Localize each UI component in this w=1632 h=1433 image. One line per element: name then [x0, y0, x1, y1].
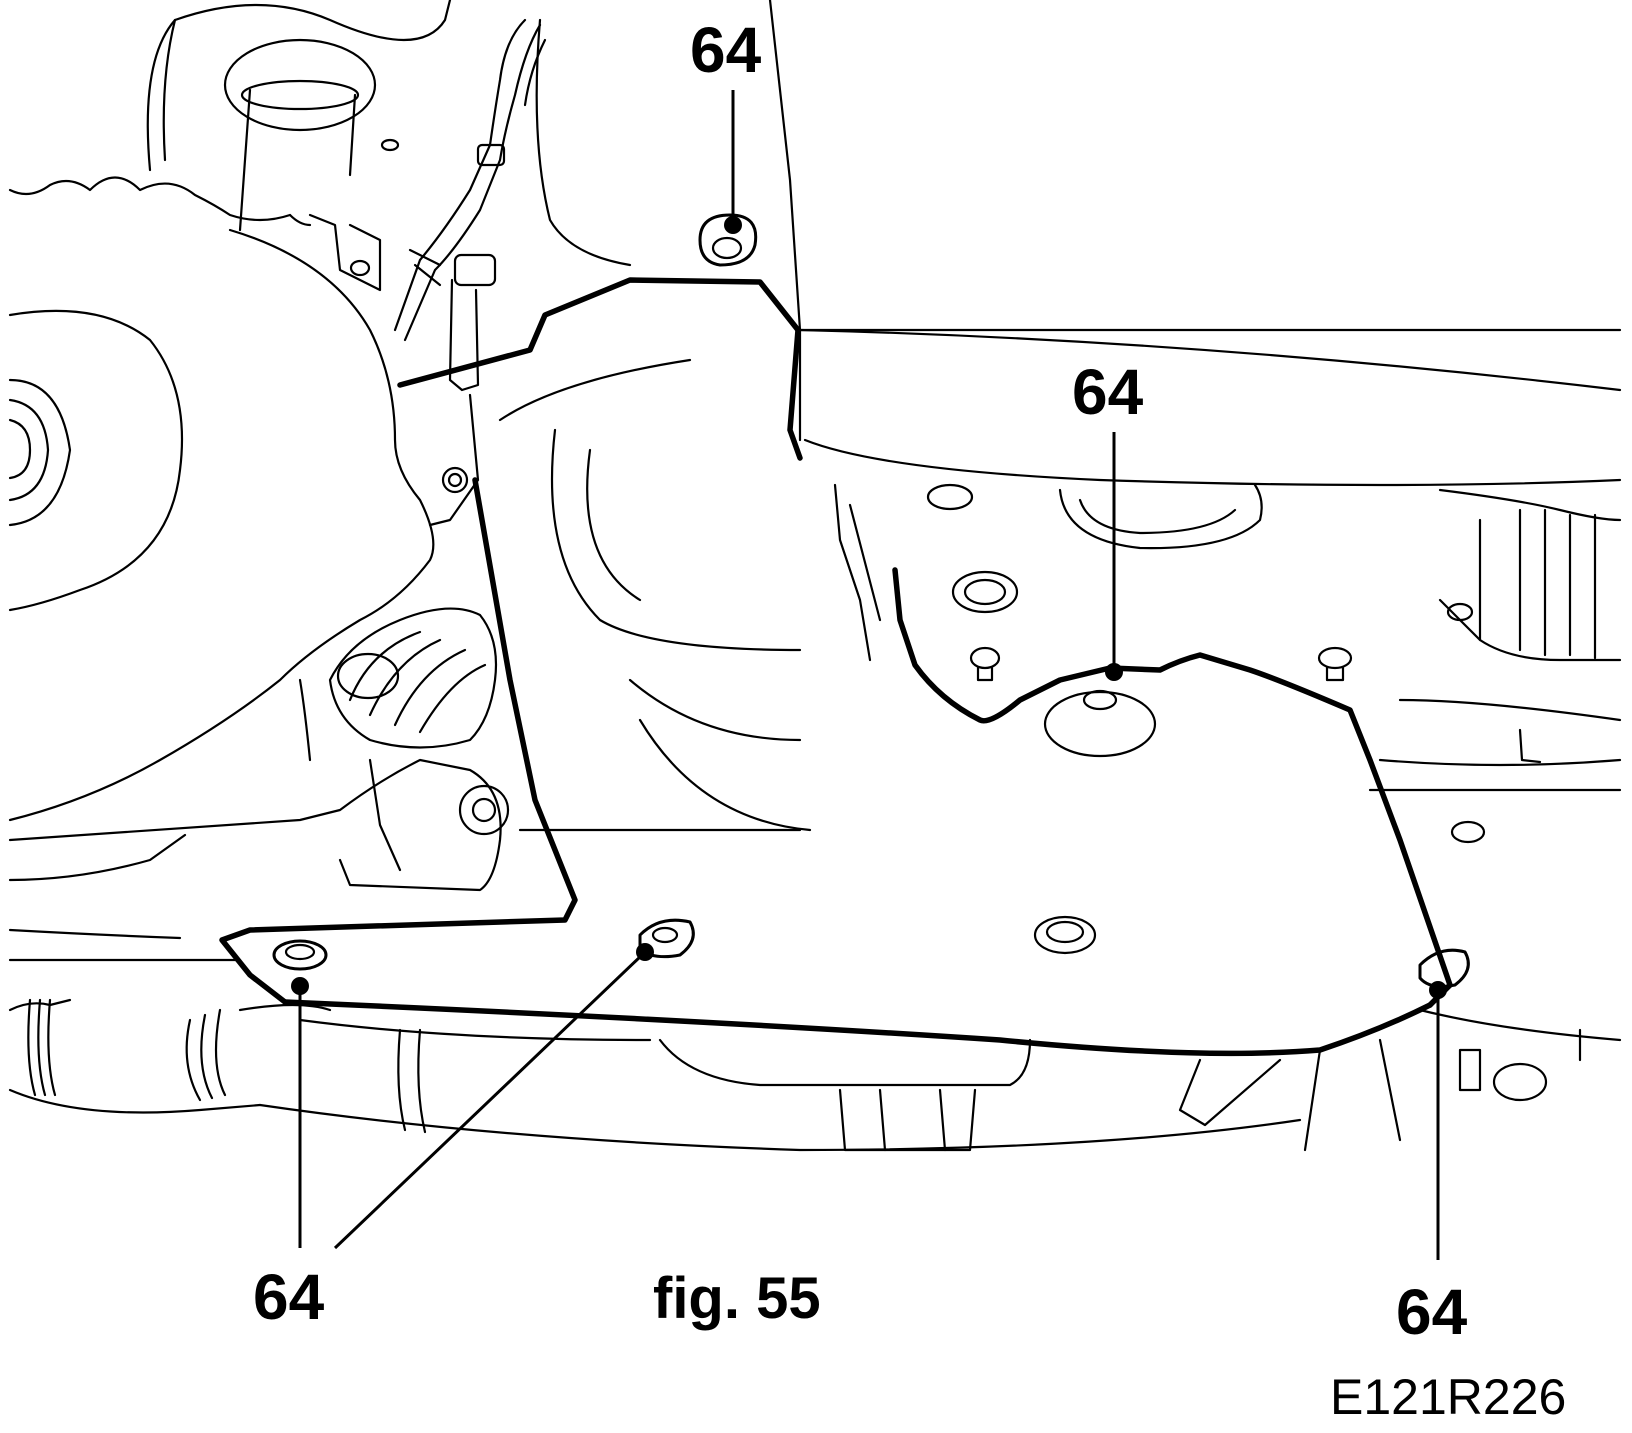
undertray-panel — [219, 277, 1453, 1057]
fastener-point-bottom-right — [1429, 981, 1447, 999]
callout-64-bottom-left: 64 — [253, 1261, 325, 1333]
exhaust-and-sill — [8, 928, 1402, 1152]
figure-code: E121R226 — [1330, 1369, 1567, 1425]
floor-pan-details — [498, 0, 1622, 1102]
fastener-point-bottom-middle — [636, 943, 654, 961]
left-suspension-assembly — [8, 0, 547, 892]
callout-64-top: 64 — [690, 14, 762, 86]
figure-caption: fig. 55 — [653, 1266, 821, 1331]
callout-64-bottom-right: 64 — [1396, 1276, 1468, 1348]
fastener-point-center — [1105, 663, 1123, 681]
fastener-point-bottom-left — [291, 977, 309, 995]
callout-leaders — [291, 90, 1447, 1260]
callout-64-center: 64 — [1072, 356, 1144, 428]
fastener-rings — [272, 213, 1470, 988]
fastener-point-top — [724, 216, 742, 234]
